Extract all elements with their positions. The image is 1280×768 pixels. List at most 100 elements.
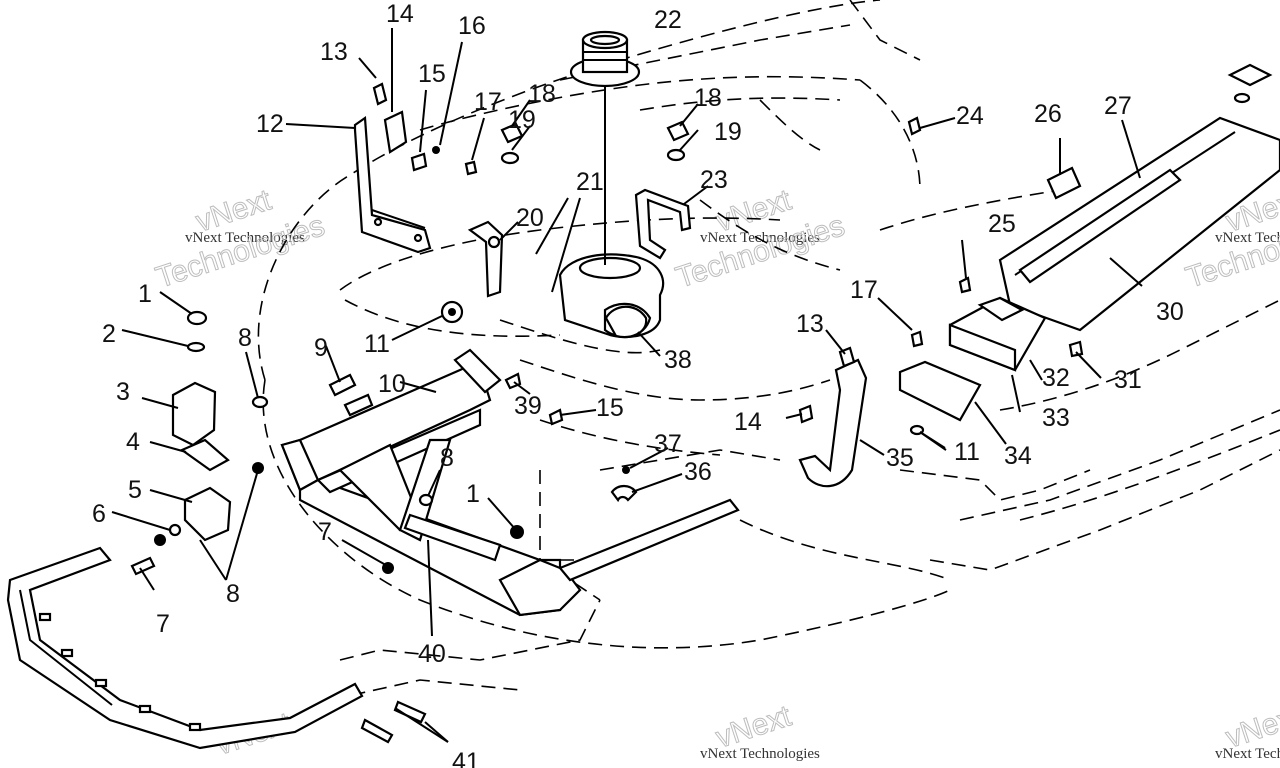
callouts: 1 1 2 3 4 5 6 7 7 8 8 8 9 10 11 11 12 13… — [92, 0, 1184, 768]
callout-number: 3 — [116, 378, 130, 406]
callout-number: 38 — [664, 346, 692, 374]
pad-38 — [604, 305, 648, 339]
angle-bracket-34 — [898, 360, 982, 422]
callout-number: 8 — [238, 324, 252, 352]
bracket-4 — [179, 438, 230, 472]
callout-number: 18 — [528, 80, 556, 108]
callout-number: 5 — [128, 476, 142, 504]
callout-number: 1 — [466, 480, 480, 508]
watermark-text: vNext Technologies — [700, 746, 820, 762]
callout-number: 37 — [654, 430, 682, 458]
callout-number: 15 — [596, 394, 624, 422]
callout-number: 19 — [714, 118, 742, 146]
washer-2 — [186, 341, 206, 353]
callout-number: 12 — [256, 110, 284, 138]
callout-number: 30 — [1156, 298, 1184, 326]
washer-8 — [418, 493, 434, 507]
callout-number: 41 — [452, 748, 480, 768]
bracket-35 — [798, 358, 868, 488]
callout-number: 31 — [1114, 366, 1142, 394]
callout-number: 34 — [1004, 442, 1032, 470]
callout-number: 13 — [320, 38, 348, 66]
watermark-text: vNext Technologies — [185, 230, 305, 246]
bolt-24 — [907, 116, 922, 136]
mount-plate-33 — [948, 296, 1047, 372]
callout-number: 16 — [458, 12, 486, 40]
callout-number: 23 — [700, 166, 728, 194]
clip-13 — [372, 82, 388, 106]
callout-number: 21 — [576, 168, 604, 196]
bolt-7 — [382, 562, 394, 574]
callout-number: 26 — [1034, 100, 1062, 128]
nut-31 — [1068, 340, 1084, 358]
watermark-text: vNext Technologies — [1215, 746, 1280, 762]
parts — [6, 30, 1280, 750]
washer-19 — [500, 151, 520, 165]
washer-8 — [251, 395, 269, 409]
callout-number: 4 — [126, 428, 140, 456]
callout-number: 27 — [1104, 92, 1132, 120]
callout-number: 17 — [474, 88, 502, 116]
nut-15 — [410, 152, 428, 172]
callout-number: 8 — [226, 580, 240, 608]
bracket-20 — [467, 220, 504, 298]
plate-14 — [383, 110, 408, 154]
front-frame-10 — [280, 348, 740, 617]
callout-number: 1 — [138, 280, 152, 308]
callout-number: 39 — [514, 392, 542, 420]
bolt-25 — [958, 276, 972, 294]
callout-number: 25 — [988, 210, 1016, 238]
callout-number: 19 — [508, 106, 536, 134]
cap-nut-18 — [666, 120, 690, 142]
callout-number: 10 — [378, 370, 406, 398]
callout-number: 35 — [886, 444, 914, 472]
callout-number: 13 — [796, 310, 824, 338]
washer-16 — [432, 146, 440, 154]
top-right-fastener — [1227, 63, 1273, 87]
callout-number: 17 — [850, 276, 878, 304]
callout-number: 22 — [654, 6, 682, 34]
nut-15 — [548, 408, 564, 426]
callout-number: 20 — [516, 204, 544, 232]
top-right-washer — [1233, 92, 1251, 104]
washer-6 — [168, 523, 182, 537]
bolt-17 — [910, 330, 924, 348]
callout-number: 15 — [418, 60, 446, 88]
bolt-7 — [130, 556, 156, 576]
bracket-12 — [353, 115, 432, 254]
callout-number: 7 — [156, 610, 170, 638]
clip-26 — [1046, 166, 1082, 200]
leader-lines — [111, 28, 1143, 743]
bolt-9 — [343, 393, 374, 417]
filler-cap-22 — [569, 30, 641, 88]
callout-number: 14 — [734, 408, 762, 436]
watermark-text: vNext Technologies — [700, 230, 820, 246]
callout-number: 11 — [954, 438, 980, 466]
nut-1 — [186, 310, 208, 326]
bolt-37 — [622, 466, 630, 474]
callout-number: 6 — [92, 500, 106, 528]
callout-number: 24 — [956, 102, 984, 130]
callout-number: 36 — [684, 458, 712, 486]
callout-number: 40 — [418, 640, 446, 668]
callout-number: 2 — [102, 320, 116, 348]
clip-36 — [610, 484, 638, 503]
nut-8 — [252, 462, 264, 474]
watermark-text: vNext Technologies — [1215, 230, 1280, 246]
callout-number: 11 — [364, 330, 390, 358]
nut-14 — [798, 404, 814, 424]
callout-number: 8 — [440, 444, 454, 472]
plate-5 — [183, 486, 232, 542]
nut-6 — [154, 534, 166, 546]
callout-number: 9 — [314, 334, 328, 362]
callout-number: 33 — [1042, 404, 1070, 432]
callout-number: 14 — [386, 0, 414, 28]
callout-number: 7 — [318, 518, 332, 546]
bolt-17 — [464, 160, 478, 176]
washer-19 — [666, 148, 686, 162]
bracket-23 — [634, 188, 692, 260]
callout-number: 18 — [694, 84, 722, 112]
nut-1 — [510, 525, 524, 539]
bracket-3 — [171, 381, 217, 447]
